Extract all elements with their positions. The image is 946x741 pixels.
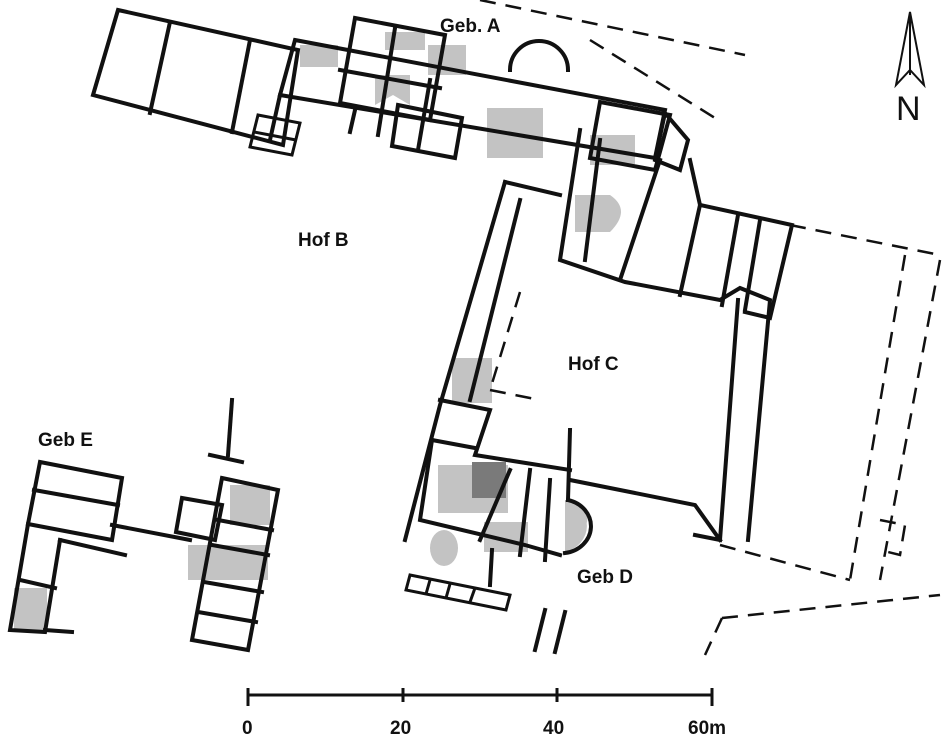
dashed-outlines	[479, 0, 942, 656]
scale-tick-20: 20	[390, 718, 411, 739]
label-hof-b: Hof B	[298, 230, 349, 251]
label-geb-d: Geb D	[577, 567, 633, 588]
hof-c-walls	[402, 127, 795, 655]
scale-tick-0: 0	[242, 718, 253, 739]
building-e-walls	[7, 397, 281, 653]
label-geb-a: Geb. A	[440, 16, 501, 37]
label-hof-c: Hof C	[568, 354, 619, 375]
building-a-walls	[90, 7, 691, 173]
scale-bar	[246, 688, 714, 706]
north-label: N	[896, 90, 921, 128]
scale-tick-40: 40	[543, 718, 564, 739]
north-arrow-icon	[894, 11, 926, 89]
label-geb-e: Geb E	[38, 430, 93, 451]
scale-tick-60m: 60m	[688, 718, 726, 739]
